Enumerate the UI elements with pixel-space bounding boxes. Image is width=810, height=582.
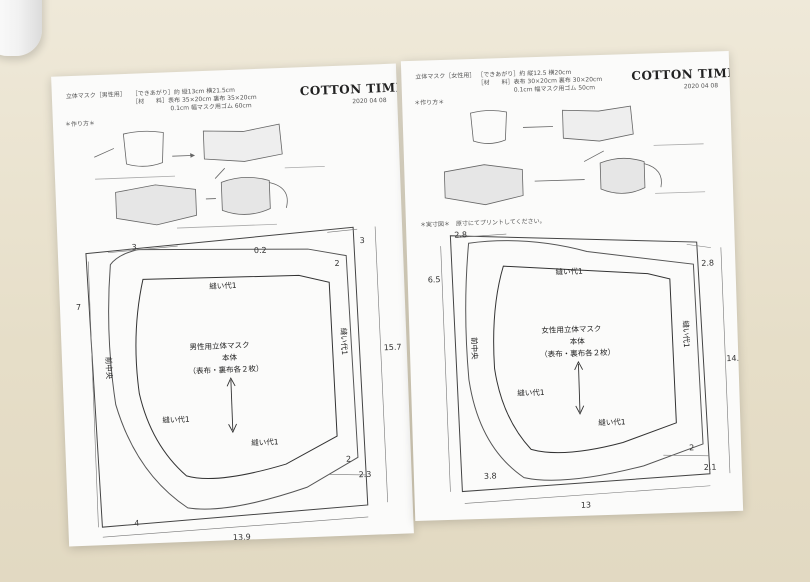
pattern-sheet-male: 立体マスク［男性用］ ［できあがり］約 縦13cm 横21.5cm ［材 料］表… [51,63,414,547]
dim-4: 4 [134,519,139,528]
center-front-label: 前中央 [104,357,115,380]
seam-label-right: 縫い代1 [339,328,350,356]
dim-3-top: 3 [132,243,137,252]
dim-2-bottom: 2 [346,455,351,464]
dim-2-8-top: 2.8 [454,230,467,239]
seam-label-top: 縫い代1 [209,280,237,291]
step-diagrams [443,105,706,206]
section-make: ＊作り方＊ [414,98,444,107]
dim-2-top: 2 [334,259,339,268]
header-line2: ［材 料］表布 30×20cm 裏布 30×20cm [477,75,602,87]
dim-3-8: 3.8 [484,471,497,480]
seam-label-top: 縫い代1 [555,266,583,277]
pattern-outline [85,226,369,528]
dim-14-7: 14.7 [726,354,743,364]
dim-2-3: 2.3 [358,470,371,479]
sheet-left-drawing: 立体マスク［男性用］ ［できあがり］約 縦13cm 横21.5cm ［材 料］表… [65,80,406,542]
pattern-title: 女性用立体マスク [541,323,601,335]
pattern-outline [449,235,711,493]
seam-label-right: 縫い代1 [681,320,692,348]
grainline-arrow [226,377,237,434]
grainline-arrow [574,360,585,415]
section-make: ＊作り方＊ [65,119,95,128]
seam-label-left: 縫い代1 [517,387,545,398]
dim-13: 13 [581,501,591,510]
dim-2-8-right: 2.8 [701,259,714,268]
header-title: 立体マスク［女性用］ [415,71,475,81]
logo-sub: 2020 04 08 [352,97,387,105]
header-line3: 0.1cm 幅マスク用ゴム 60cm [170,101,252,112]
logo-sub: 2020 04 08 [684,82,719,90]
pattern-sub: 本体 [222,352,238,363]
seam-label-bottom: 縫い代1 [598,416,626,427]
header-line1: ［できあがり］約 縦13cm 横21.5cm [132,86,235,98]
seam-label-bottom: 縫い代1 [251,436,279,447]
logo: COTTON TIME [631,66,737,83]
dim-2: 2 [689,443,694,452]
dimension-lines [87,226,388,538]
dim-15-7: 15.7 [384,343,402,353]
dim-3-right: 3 [359,236,364,245]
dimension-lines [440,233,731,504]
pattern-title: 男性用立体マスク [189,339,249,351]
dim-6-5: 6.5 [428,275,441,284]
seam-label-left: 縫い代1 [162,414,190,425]
logo: COTTON TIME [300,80,406,98]
dim-7: 7 [76,303,81,312]
dim-2-1: 2.1 [704,463,717,472]
dim-13-9: 13.9 [233,532,251,542]
dim-0-2: 0.2 [254,246,267,255]
step-diagrams [94,123,325,229]
print-note: 原寸にてプリントしてください。 [456,217,546,228]
pattern-sheet-female: 立体マスク［女性用］ ［できあがり］約 縦12.5 横20cm ［材 料］表布 … [400,50,744,522]
sheet-right-drawing: 立体マスク［女性用］ ［できあがり］約 縦12.5 横20cm ［材 料］表布 … [414,66,743,510]
header-line3: 0.1cm 幅マスク用ゴム 50cm [514,83,596,94]
header-line1: ［できあがり］約 縦12.5 横20cm [477,68,571,79]
pattern-note: （表布・裏布各２枚） [540,347,615,359]
header-title: 立体マスク［男性用］ [66,90,126,100]
pattern-note: （表布・裏布各２枚） [188,363,263,376]
pattern-sub: 本体 [570,336,586,346]
center-front-label: 前中央 [470,337,481,360]
cup [0,0,42,56]
section-pattern: ＊実寸図＊ [420,220,450,229]
